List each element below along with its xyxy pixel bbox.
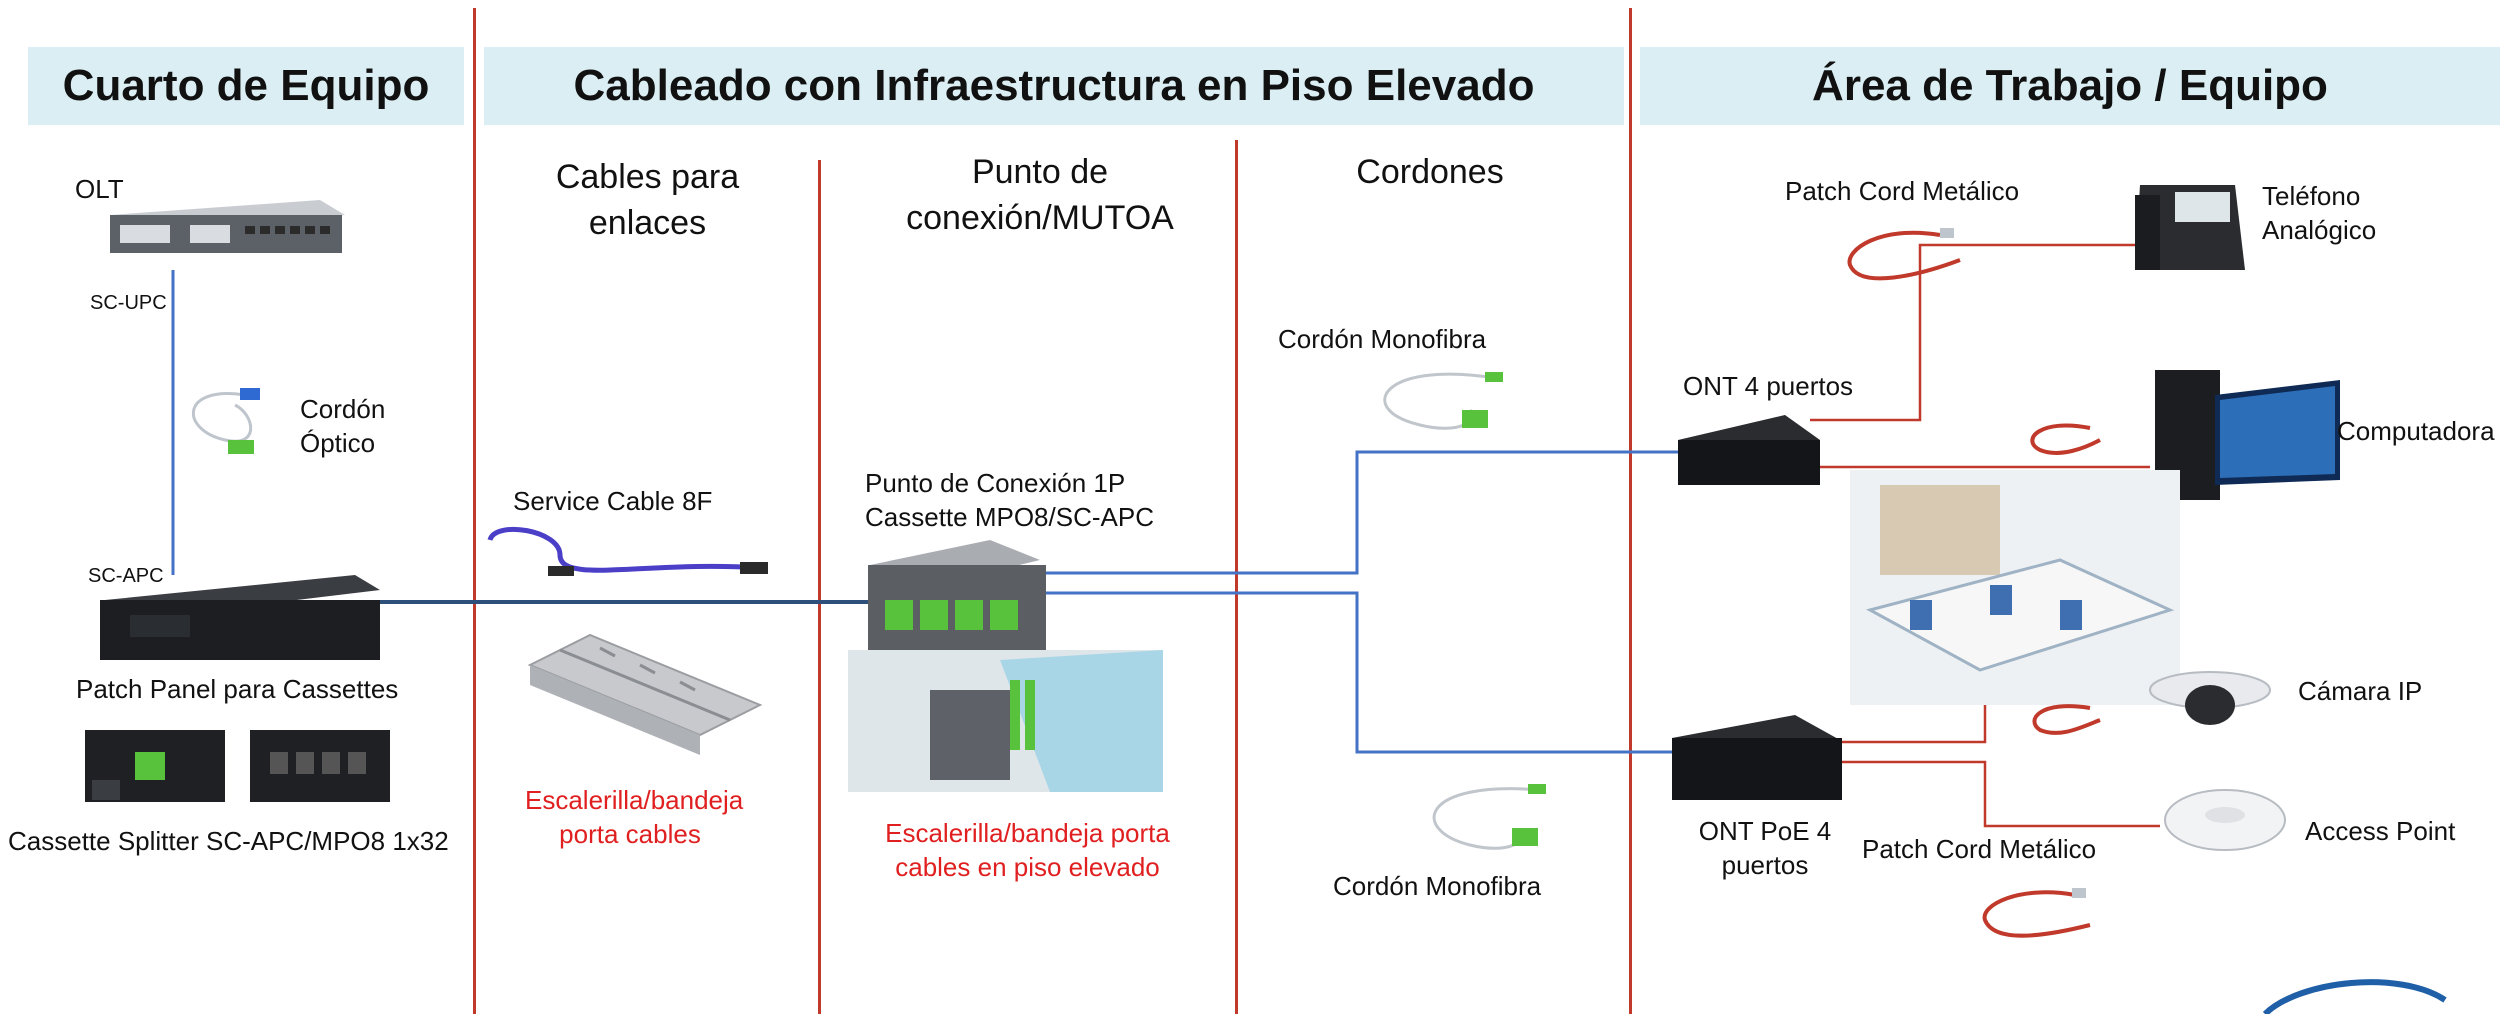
mono-cord-top-image — [1383, 372, 1503, 430]
phone-device — [2135, 185, 2245, 270]
column-cords: Cordones — [1356, 153, 1504, 191]
divider-1 — [473, 8, 476, 1014]
label-phone: Teléfono Analógico — [2262, 181, 2377, 245]
header-work-area-label: Área de Trabajo / Equipo — [1812, 61, 2328, 110]
label-sc-upc: SC-UPC — [90, 292, 167, 314]
label-sc-apc: SC-APC — [88, 565, 164, 587]
label-access-point: Access Point — [2305, 816, 2456, 846]
access-point-device — [2164, 789, 2286, 851]
header-cabling: Cableado con Infraestructura en Piso Ele… — [484, 47, 1624, 125]
ontpoe-device — [1672, 715, 1842, 800]
fiber-to-ont4 — [1045, 450, 1680, 575]
raised-floor-photo — [848, 650, 1163, 792]
header-cabling-label: Cableado con Infraestructura en Piso Ele… — [573, 61, 1535, 110]
logo-mark — [2262, 979, 2447, 1014]
divider-3 — [1235, 140, 1238, 1014]
label-ip-camera: Cámara IP — [2298, 676, 2423, 706]
label-ont-poe: ONT PoE 4 puertos — [1698, 816, 1832, 880]
label-tray-raised: Escalerilla/bandeja porta cables en piso… — [885, 818, 1170, 882]
service-cable-image — [487, 526, 768, 576]
label-patch-panel: Patch Panel para Cassettes — [76, 674, 399, 704]
patch-panel-device — [100, 575, 380, 660]
label-connection-point: Punto de Conexión 1P Cassette MPO8/SC-AP… — [865, 468, 1154, 532]
office-photo — [1850, 470, 2180, 705]
divider-4 — [1629, 8, 1632, 1014]
label-patch-cord-bottom: Patch Cord Metálico — [1862, 834, 2097, 864]
label-optical-cord: Cordón Óptico — [300, 394, 386, 458]
label-olt: OLT — [75, 174, 124, 204]
olt-device — [110, 200, 345, 253]
computer-device — [2155, 370, 2340, 500]
patch-cord-bottom-image — [1982, 888, 2091, 938]
divider-2 — [818, 160, 821, 1014]
label-tray-link: Escalerilla/bandeja porta cables — [525, 785, 744, 849]
copper-to-phone — [1810, 243, 2150, 422]
label-service-cable: Service Cable 8F — [513, 486, 713, 516]
mutoa-cassette-device — [868, 540, 1046, 650]
column-connection-point: Punto de conexión/MUTOA — [906, 153, 1174, 237]
cable-tray-image — [527, 633, 763, 755]
column-link-cables: Cables para enlaces — [555, 158, 740, 242]
patch-cord-cam-image — [2032, 704, 2101, 735]
optical-cord-image — [191, 388, 260, 454]
copper-to-ap — [1835, 760, 2160, 828]
cassette-splitter-right — [250, 730, 390, 802]
patch-cord-mid-image — [2030, 423, 2101, 455]
label-patch-cord-top: Patch Cord Metálico — [1785, 176, 2020, 206]
ont4-device — [1678, 415, 1820, 485]
label-mono-cord-bottom: Cordón Monofibra — [1333, 871, 1542, 901]
label-ont4: ONT 4 puertos — [1683, 371, 1854, 401]
label-mono-cord-top: Cordón Monofibra — [1278, 324, 1487, 354]
header-work-area: Área de Trabajo / Equipo — [1640, 47, 2500, 125]
mono-cord-bottom-image — [1432, 784, 1546, 850]
ip-camera-device — [2149, 671, 2271, 725]
patch-cord-top-image — [1847, 228, 1961, 281]
cassette-splitter-left — [85, 730, 225, 802]
header-equipment-room: Cuarto de Equipo — [28, 47, 464, 125]
label-cassette-splitter: Cassette Splitter SC-APC/MPO8 1x32 — [8, 826, 449, 856]
header-equipment-room-label: Cuarto de Equipo — [62, 61, 430, 110]
fiber-to-ontpoe — [1045, 591, 1680, 754]
label-computer: Computadora — [2337, 416, 2495, 446]
